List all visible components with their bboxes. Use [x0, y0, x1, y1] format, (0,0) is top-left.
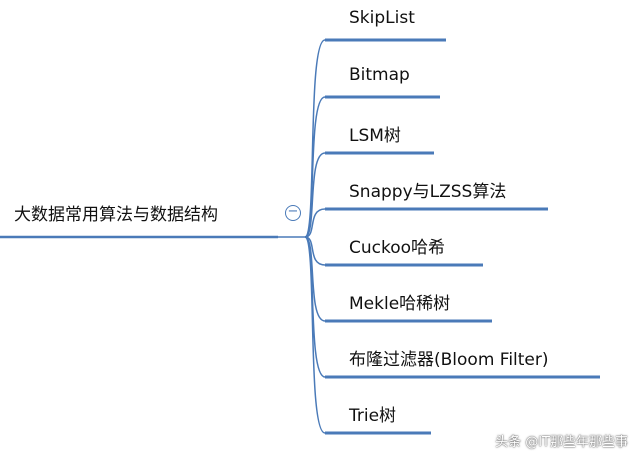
minus-circle-icon[interactable]: − — [285, 205, 301, 221]
branch-node-merkle-tree[interactable]: Mekle哈稀树 — [349, 294, 451, 314]
branch-node-lsm-tree[interactable]: LSM树 — [349, 126, 401, 146]
branch-curve — [304, 236, 326, 434]
branch-node-snappy-lzss[interactable]: Snappy与LZSS算法 — [349, 182, 507, 202]
branch-curve — [304, 39, 326, 238]
branch-curve — [304, 208, 326, 238]
branch-curve — [304, 236, 326, 322]
branch-node-cuckoo-hash[interactable]: Cuckoo哈希 — [349, 238, 446, 258]
root-node-label[interactable]: 大数据常用算法与数据结构 — [14, 205, 218, 225]
watermark-text: 头条 @IT那些年那些事 — [495, 435, 628, 450]
branch-curve — [304, 152, 326, 238]
branch-node-skiplist[interactable]: SkipList — [349, 8, 415, 28]
branch-curve — [304, 96, 326, 238]
branch-node-bitmap[interactable]: Bitmap — [349, 65, 410, 85]
branch-connectors — [304, 38, 600, 435]
branch-node-bloom-filter[interactable]: 布隆过滤器(Bloom Filter) — [349, 350, 549, 370]
branch-node-trie-tree[interactable]: Trie树 — [349, 406, 397, 426]
